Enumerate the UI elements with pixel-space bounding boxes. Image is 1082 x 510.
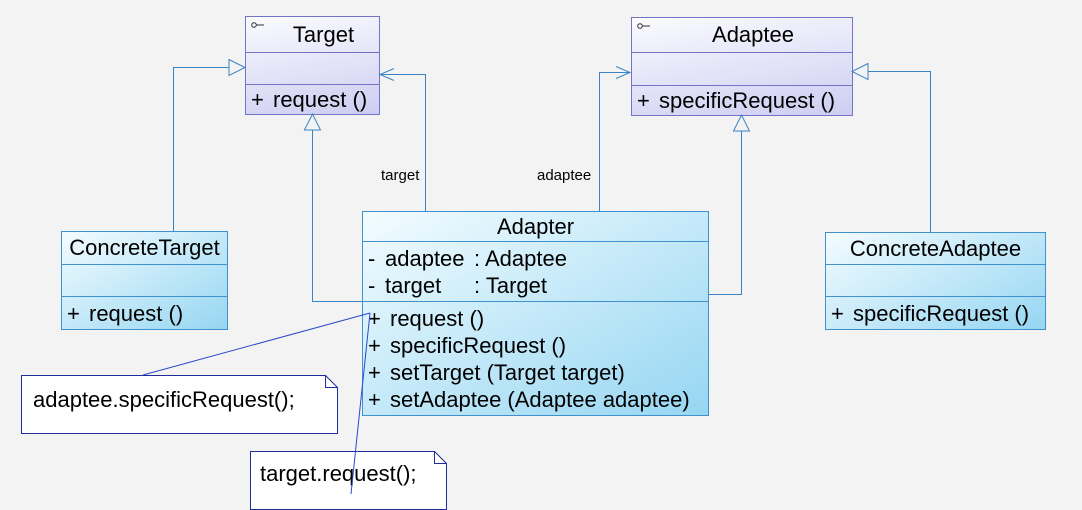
class-header: ConcreteAdaptee <box>826 233 1045 265</box>
visibility-marker: + <box>831 300 844 326</box>
operation-signature: setTarget (Target target) <box>390 360 625 385</box>
note-text: target.request(); <box>260 461 417 486</box>
operations-compartment: + request () <box>62 297 227 329</box>
association-label-adaptee: adaptee <box>537 167 592 184</box>
attribute-name: adaptee <box>385 246 465 271</box>
note-box-adaptee-call <box>21 375 338 434</box>
note-text: adaptee.specificRequest(); <box>33 387 295 412</box>
visibility-marker: + <box>368 360 381 385</box>
class-name: Adapter <box>496 213 575 239</box>
operation-signature: setAdaptee (Adaptee adaptee) <box>390 387 690 412</box>
operations-compartment: + specificRequest () <box>632 86 852 115</box>
attributes-compartment <box>826 265 1045 297</box>
interface-icon <box>251 21 265 29</box>
class-name: ConcreteTarget <box>69 235 220 260</box>
interface-icon <box>637 22 651 30</box>
class-header: Adapter <box>363 212 708 242</box>
class-name: Target <box>292 21 355 47</box>
class-concrete-target: ConcreteTarget + request () <box>61 231 228 330</box>
visibility-marker: + <box>368 333 381 358</box>
visibility-marker: + <box>637 88 650 113</box>
note-box-target-call <box>250 451 447 510</box>
operation-row: + specificRequest () <box>363 332 708 359</box>
attribute-name: target <box>385 273 442 298</box>
operations-compartment: + request () <box>246 85 379 114</box>
attribute-type: : Target <box>474 273 547 298</box>
class-name: Adaptee <box>712 22 794 47</box>
operation-row: + request () <box>246 86 379 113</box>
attributes-compartment <box>62 265 227 297</box>
visibility-marker: - <box>368 273 376 298</box>
class-name: ConcreteAdaptee <box>849 235 1022 261</box>
class-header: ConcreteTarget <box>62 232 227 265</box>
class-adapter: Adapter - adaptee : Adaptee - target : T… <box>362 211 709 416</box>
attributes-compartment <box>632 53 852 86</box>
class-adaptee: Adaptee + specificRequest () <box>631 17 853 116</box>
operation-signature: specificRequest () <box>853 300 1030 326</box>
visibility-marker: + <box>368 387 381 412</box>
attribute-row: - target : Target <box>363 272 708 299</box>
visibility-marker: + <box>67 300 80 326</box>
operation-row: + request () <box>363 305 708 332</box>
operation-row: + setAdaptee (Adaptee adaptee) <box>363 386 708 413</box>
association-label-target: target <box>381 167 420 184</box>
visibility-marker: + <box>368 306 381 331</box>
attributes-compartment <box>246 53 379 85</box>
operation-signature: request () <box>273 87 368 112</box>
class-header: Target <box>246 17 379 53</box>
attribute-type: : Adaptee <box>474 246 567 271</box>
operation-row: + request () <box>62 300 227 327</box>
operation-row: + specificRequest () <box>826 300 1045 327</box>
visibility-marker: + <box>251 87 264 112</box>
operation-row: + specificRequest () <box>632 87 852 114</box>
operation-signature: request () <box>390 306 485 331</box>
attributes-compartment: - adaptee : Adaptee - target : Target <box>363 242 708 302</box>
class-concrete-adaptee: ConcreteAdaptee + specificRequest () <box>825 232 1046 330</box>
operations-compartment: + specificRequest () <box>826 297 1045 329</box>
attribute-row: - adaptee : Adaptee <box>363 245 708 272</box>
operations-compartment: + request () + specificRequest () + setT… <box>363 302 708 415</box>
note-fold-corner <box>325 375 338 388</box>
operation-signature: specificRequest () <box>659 88 836 113</box>
note-fold-corner <box>434 451 447 464</box>
operation-row: + setTarget (Target target) <box>363 359 708 386</box>
class-target: Target + request () <box>245 16 380 115</box>
operation-signature: request () <box>89 300 184 326</box>
visibility-marker: - <box>368 246 376 271</box>
class-header: Adaptee <box>632 18 852 53</box>
operation-signature: specificRequest () <box>390 333 567 358</box>
